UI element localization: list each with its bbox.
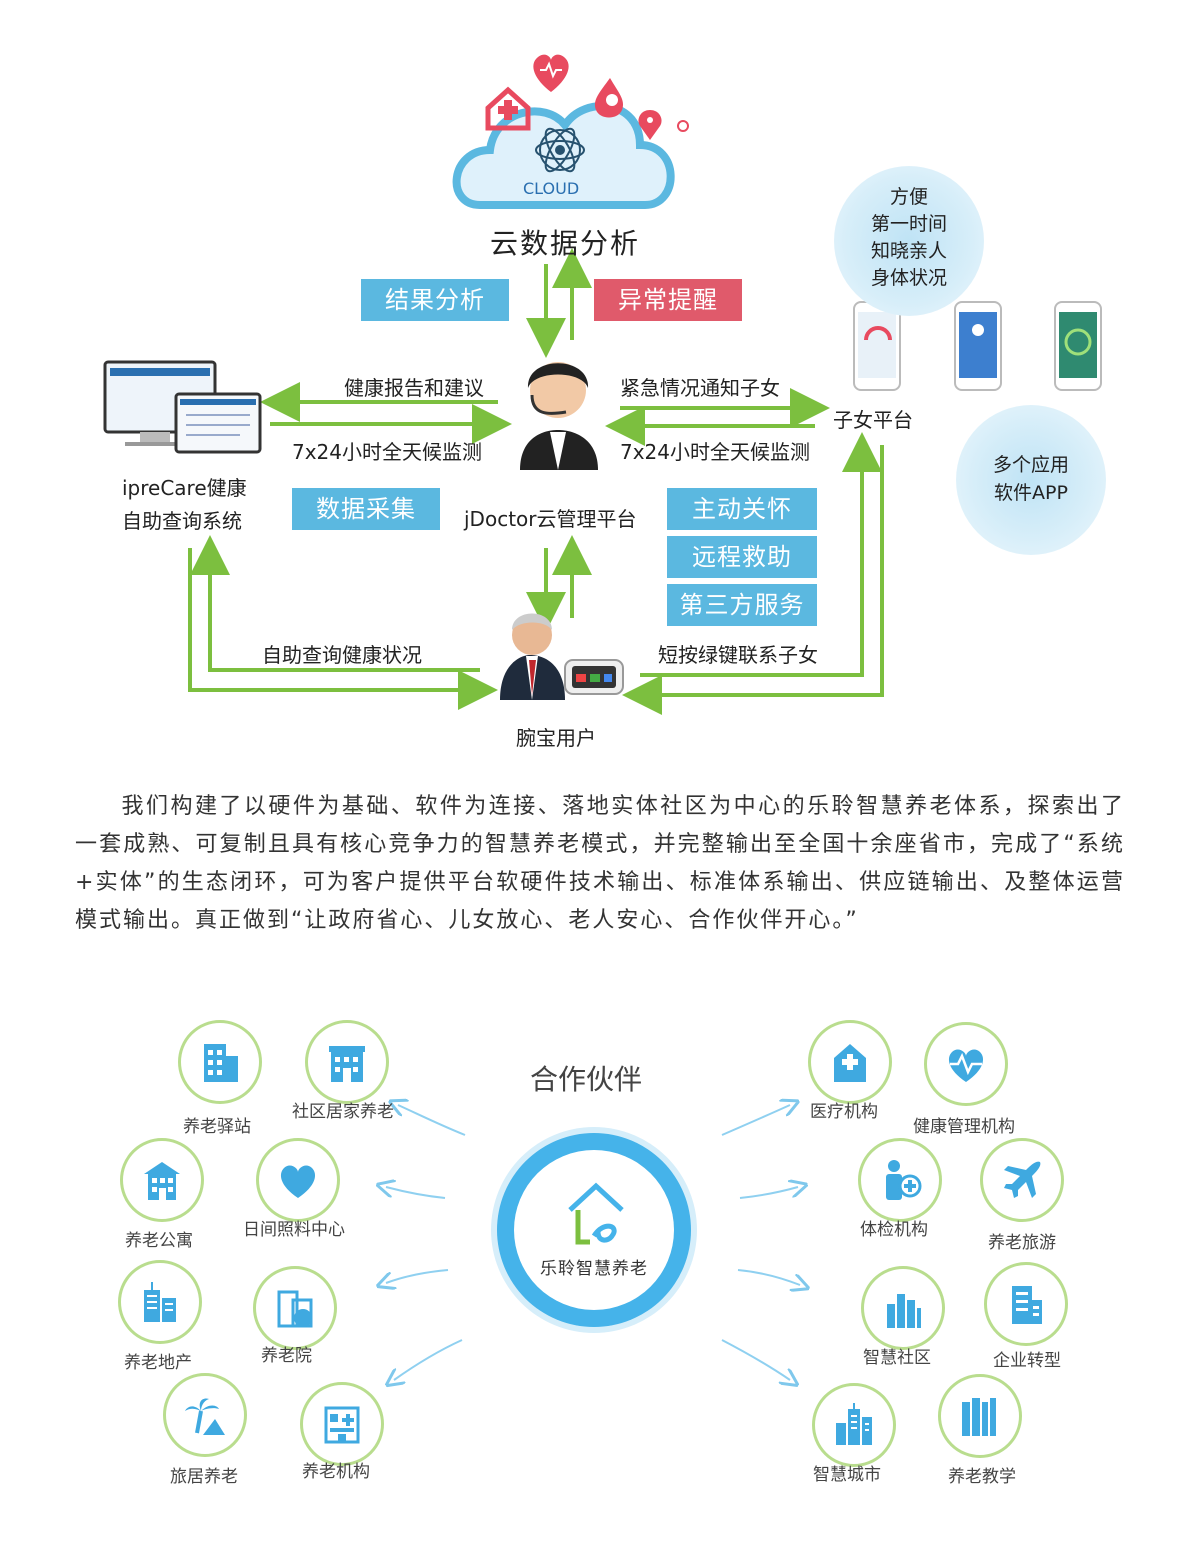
partner-label: 养老驿站 (183, 1117, 251, 1137)
bubble-line: 身体状况 (870, 267, 947, 289)
logo-text: 乐聆智慧养老 (540, 1259, 648, 1279)
service-box-third-party: 第三方服务 (667, 584, 817, 626)
partner-nursing-home (253, 1266, 337, 1350)
apartment-icon (144, 1162, 180, 1200)
location-pin-icon (638, 110, 689, 140)
heart-icon (280, 1165, 316, 1198)
arrow-label-monitor-right: 7x24小时全天候监测 (620, 440, 811, 464)
left-system-line1: ipreCare健康 (122, 476, 247, 500)
skyscraper-icon (144, 1282, 176, 1322)
arrow-label-emergency: 紧急情况通知子女 (620, 376, 780, 400)
alert-box: 异常提醒 (594, 279, 742, 321)
flow-diagram (103, 54, 1102, 715)
partner-smart-community (861, 1266, 945, 1350)
books-icon (962, 1398, 996, 1436)
bubble-line: 知晓亲人 (870, 240, 947, 262)
partner-checkup (858, 1138, 942, 1222)
partner-label: 企业转型 (993, 1351, 1061, 1371)
logo-house-icon (568, 1182, 624, 1245)
partner-label: 社区居家养老 (292, 1102, 394, 1122)
office-building-icon (204, 1044, 238, 1082)
partner-label: 智慧社区 (863, 1348, 931, 1368)
partner-label: 养老院 (261, 1346, 312, 1366)
drop-icon (594, 78, 624, 118)
heart-icon (533, 54, 569, 92)
hospital-icon (485, 86, 531, 131)
partner-label: 日间照料中心 (243, 1220, 345, 1240)
platform-name: jDoctor云管理平台 (464, 507, 637, 531)
left-system-line2: 自助查询系统 (122, 509, 242, 533)
city-bars-icon (887, 1294, 921, 1328)
airplane-icon (1004, 1161, 1041, 1198)
info-bubble-notify: 方便 第一时间 知晓亲人 身体状况 (834, 166, 984, 316)
data-collection-box: 数据采集 (292, 488, 440, 530)
bubble-line: 方便 (889, 186, 928, 208)
city-skyline-icon (836, 1403, 872, 1445)
child-platform-label: 子女平台 (833, 408, 913, 432)
monitor-icon (103, 360, 262, 454)
arrow-label-short-press: 短按绿键联系子女 (658, 643, 818, 667)
customer-service-agent-icon (520, 362, 598, 470)
smartwatch-icon (564, 659, 624, 695)
partner-label: 智慧城市 (813, 1465, 881, 1485)
arrow-label-self-query: 自助查询健康状况 (262, 643, 422, 667)
hospital-building-icon (324, 1406, 360, 1444)
medical-person-icon (886, 1160, 922, 1200)
partner-medical (808, 1020, 892, 1104)
partner-smart-city (812, 1383, 896, 1467)
service-box-care: 主动关怀 (667, 488, 817, 530)
cloud-icon (452, 102, 675, 209)
partner-label: 养老教学 (948, 1467, 1016, 1487)
heartbeat-icon (948, 1049, 984, 1082)
intro-paragraph: 我们构建了以硬件为基础、软件为连接、落地实体社区为中心的乐聆智慧养老体系，探索出… (75, 788, 1125, 940)
cloud-label: CLOUD (523, 179, 580, 198)
partner-community-care (305, 1020, 389, 1104)
cloud-title: 云数据分析 (490, 227, 641, 260)
bubble-line: 多个应用 (992, 454, 1069, 476)
center-logo: 乐聆智慧养老 (497, 1133, 691, 1327)
partner-label: 旅居养老 (170, 1467, 238, 1487)
partner-education (938, 1374, 1022, 1458)
bubble-line: 第一时间 (870, 213, 947, 235)
partner-post-station (178, 1020, 262, 1104)
phone-app-icon (853, 301, 1102, 391)
palm-tree-icon (185, 1398, 225, 1435)
arrow-label-report: 健康报告和建议 (344, 376, 484, 400)
partner-health-management (924, 1022, 1008, 1106)
building-icon (329, 1046, 365, 1082)
partner-travel-care (163, 1373, 247, 1457)
partner-tourism (980, 1138, 1064, 1222)
service-box-rescue: 远程救助 (667, 536, 817, 578)
arrow-label-monitor-left: 7x24小时全天候监测 (292, 440, 483, 464)
partner-label: 养老地产 (124, 1353, 192, 1373)
partner-apartment (120, 1138, 204, 1222)
partner-label: 养老机构 (302, 1462, 370, 1482)
care-building-icon (277, 1290, 313, 1328)
partner-enterprise (984, 1262, 1068, 1346)
intro-text: 我们构建了以硬件为基础、软件为连接、落地实体社区为中心的乐聆智慧养老体系，探索出… (75, 794, 1125, 933)
partner-label: 健康管理机构 (913, 1117, 1015, 1137)
partner-label: 医疗机构 (810, 1102, 878, 1122)
hospital-icon (834, 1044, 866, 1082)
user-label: 腕宝用户 (516, 726, 596, 750)
elderly-user-icon (500, 613, 565, 700)
partner-connectors (0, 1080, 1200, 1500)
partner-label: 养老旅游 (988, 1233, 1056, 1253)
partner-real-estate (118, 1260, 202, 1344)
partner-day-care (256, 1138, 340, 1222)
enterprise-building-icon (1012, 1286, 1042, 1324)
partner-care-institution (300, 1382, 384, 1466)
partner-label: 养老公寓 (125, 1231, 193, 1251)
info-bubble-apps: 多个应用 软件APP (956, 405, 1106, 555)
bubble-line: 软件APP (994, 482, 1068, 504)
partner-label: 体检机构 (860, 1220, 928, 1240)
result-analysis-box: 结果分析 (361, 279, 509, 321)
partners-title: 合作伙伴 (530, 1063, 643, 1096)
